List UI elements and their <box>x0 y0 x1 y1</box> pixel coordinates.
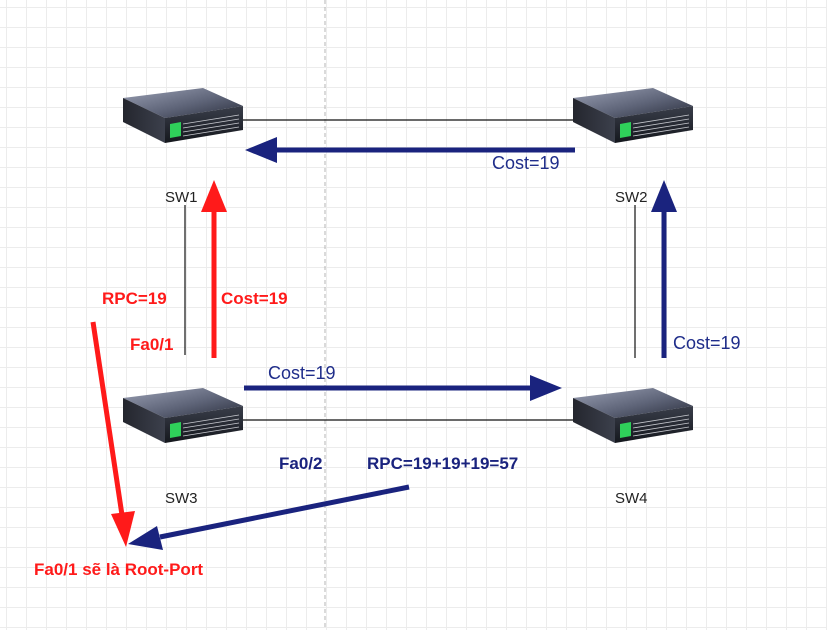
cost-label-sw3-sw4: Cost=19 <box>268 363 336 383</box>
port-fa01-label: Fa0/1 <box>130 335 174 354</box>
arrow-sw4-to-sw2 <box>651 180 677 358</box>
port-fa02-label: Fa0/2 <box>279 454 323 473</box>
root-port-conclusion: Fa0/1 sẽ là Root-Port <box>34 560 204 579</box>
sw1-label: SW1 <box>165 189 198 206</box>
arrow-sw2-to-sw1 <box>245 137 575 163</box>
arrow-rpc19-to-conclusion <box>90 321 135 547</box>
switch-sw1[interactable] <box>122 87 244 144</box>
sw4-label: SW4 <box>615 490 648 507</box>
cost-label-sw4-sw2: Cost=19 <box>673 333 741 353</box>
switch-sw2[interactable] <box>572 87 694 144</box>
network-switch-icon <box>572 87 694 144</box>
switch-sw3[interactable] <box>122 387 244 444</box>
sw2-label: SW2 <box>615 189 648 206</box>
switch-sw4[interactable] <box>572 387 694 444</box>
cost-label-sw2-sw1: Cost=19 <box>492 153 560 173</box>
sw3-label: SW3 <box>165 490 198 507</box>
network-switch-icon <box>122 87 244 144</box>
network-switch-icon <box>122 387 244 444</box>
network-switch-icon <box>572 387 694 444</box>
arrow-sw3-to-sw4 <box>244 375 562 401</box>
cost-label-sw3-sw1: Cost=19 <box>221 289 288 308</box>
rpc-fa01-label: RPC=19 <box>102 289 167 308</box>
arrow-sw3-to-sw1 <box>201 180 227 358</box>
arrow-rpc57-to-conclusion <box>128 484 410 550</box>
rpc-fa02-label: RPC=19+19+19=57 <box>367 454 519 473</box>
